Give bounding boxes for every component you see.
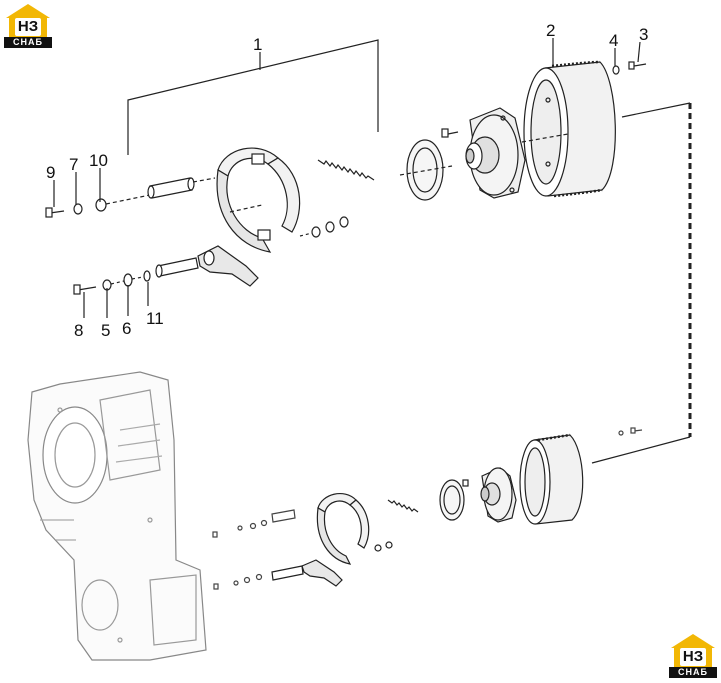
brake-shoe-upper	[216, 147, 301, 253]
shaft-pin-upper	[147, 177, 216, 199]
logo-roof-icon	[6, 4, 50, 18]
callout-labels: 1 2 3 4 5 6 7 8 9 10 11	[46, 21, 648, 340]
brake-shoe-lower	[316, 492, 370, 565]
lower-fasteners-row2	[213, 573, 263, 590]
washer-5	[102, 279, 112, 291]
thin-disc-lower	[439, 479, 469, 521]
bolt-8	[73, 284, 97, 295]
logo-sub-text: СНАБ	[669, 667, 717, 678]
washer-upper-b	[325, 221, 335, 233]
washer-7	[73, 203, 83, 215]
callout-10: 10	[89, 151, 108, 170]
washer-6	[123, 273, 133, 287]
hub-flange-upper	[441, 107, 526, 199]
brake-drum-lower	[519, 433, 584, 525]
callout-3: 3	[639, 25, 648, 44]
hub-flange-lower	[480, 467, 517, 523]
callout-9: 9	[46, 163, 55, 182]
transmission-housing	[27, 371, 207, 661]
callout-11: 11	[146, 309, 164, 328]
callout-8: 8	[74, 321, 83, 340]
lever-arm-lower	[271, 559, 343, 587]
thin-disc-upper	[399, 139, 453, 201]
callout-1: 1	[253, 35, 262, 54]
lever-arm-upper	[155, 245, 259, 287]
washer-upper-c	[339, 216, 349, 228]
assembly-bracket-1	[127, 39, 379, 155]
callout-6: 6	[122, 319, 131, 338]
lower-fasteners-row1	[212, 509, 296, 538]
logo-main-text: НЗ	[15, 18, 41, 36]
washer-lower-b	[385, 541, 393, 549]
callout-2: 2	[546, 21, 555, 40]
callout-5: 5	[101, 321, 110, 340]
logo-main-text: НЗ	[680, 648, 706, 666]
brand-logo-bottom: НЗ СНАБ	[669, 634, 717, 678]
callout-4: 4	[609, 31, 618, 50]
bolt-3	[628, 61, 647, 70]
spring-upper	[317, 159, 375, 181]
dashed-link-line	[591, 102, 692, 464]
washer-4	[612, 65, 620, 75]
callout-7: 7	[69, 155, 78, 174]
bolt-lower	[618, 427, 643, 436]
spring-lower	[387, 499, 419, 513]
brand-logo-top: НЗ СНАБ	[4, 4, 52, 48]
brake-drum-2	[521, 60, 616, 198]
axis-line	[105, 194, 151, 205]
logo-roof-icon	[671, 634, 715, 648]
ring-11	[143, 270, 151, 282]
logo-sub-text: СНАБ	[4, 37, 52, 48]
washer-upper-a	[311, 226, 321, 238]
washer-lower-a	[374, 544, 382, 552]
bolt-9	[45, 207, 65, 218]
ring-10	[95, 198, 107, 212]
